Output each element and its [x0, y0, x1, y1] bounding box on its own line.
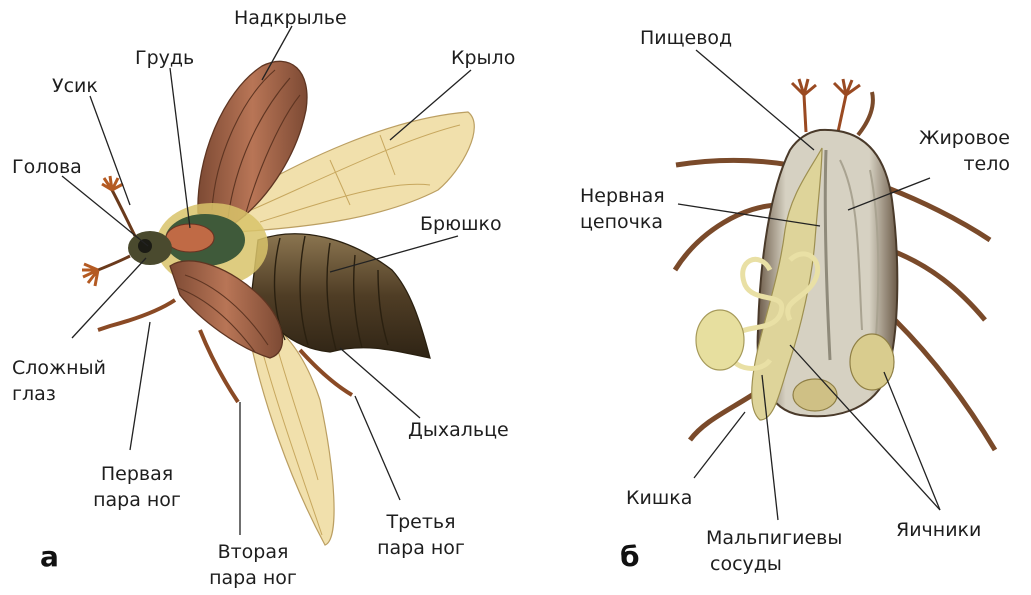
label-zhirovoe-telo-2: тело	[900, 152, 1010, 176]
label-malpigievy-2: сосуды	[710, 552, 782, 576]
label-nervnaya-tsepochka-1: Нервная	[580, 184, 665, 208]
label-nervnaya-tsepochka-2: цепочка	[580, 210, 663, 234]
label-slozhny-glaz-2: глаз	[12, 382, 56, 406]
antenna-lower	[98, 256, 130, 270]
label-golova: Голова	[12, 155, 82, 179]
label-dykhaltse: Дыхальце	[408, 418, 509, 442]
ovary-left	[793, 379, 837, 411]
label-tretya-para-1: Третья	[366, 510, 476, 534]
label-yaichniki: Яичники	[896, 518, 981, 542]
antenna-upper	[112, 190, 135, 236]
label-pishchevod: Пищевод	[640, 26, 732, 50]
label-grud: Грудь	[135, 46, 194, 70]
label-pervaya-para-1: Первая	[82, 462, 192, 486]
panel-letter-a: а	[40, 540, 59, 573]
panel-letter-b: б	[620, 540, 640, 573]
second-leg	[200, 330, 238, 402]
label-vtoraya-para-1: Вторая	[198, 540, 308, 564]
label-nadkrylye: Надкрылье	[234, 6, 347, 30]
label-slozhny-glaz-1: Сложный	[12, 356, 106, 380]
label-usik: Усик	[52, 74, 98, 98]
label-malpigievy-1: Мальпигиевы	[706, 526, 842, 550]
first-leg	[98, 300, 175, 330]
label-krylo: Крыло	[451, 46, 515, 70]
label-tretya-para-2: пара ног	[366, 536, 476, 560]
label-pervaya-para-2: пара ног	[82, 488, 192, 512]
label-kishka: Кишка	[626, 486, 692, 510]
label-vtoraya-para-2: пара ног	[198, 566, 308, 590]
label-zhirovoe-telo-1: Жировое	[900, 126, 1010, 150]
label-bryushko: Брюшко	[420, 212, 502, 236]
pronotum	[166, 224, 214, 252]
compound-eye	[138, 239, 152, 253]
